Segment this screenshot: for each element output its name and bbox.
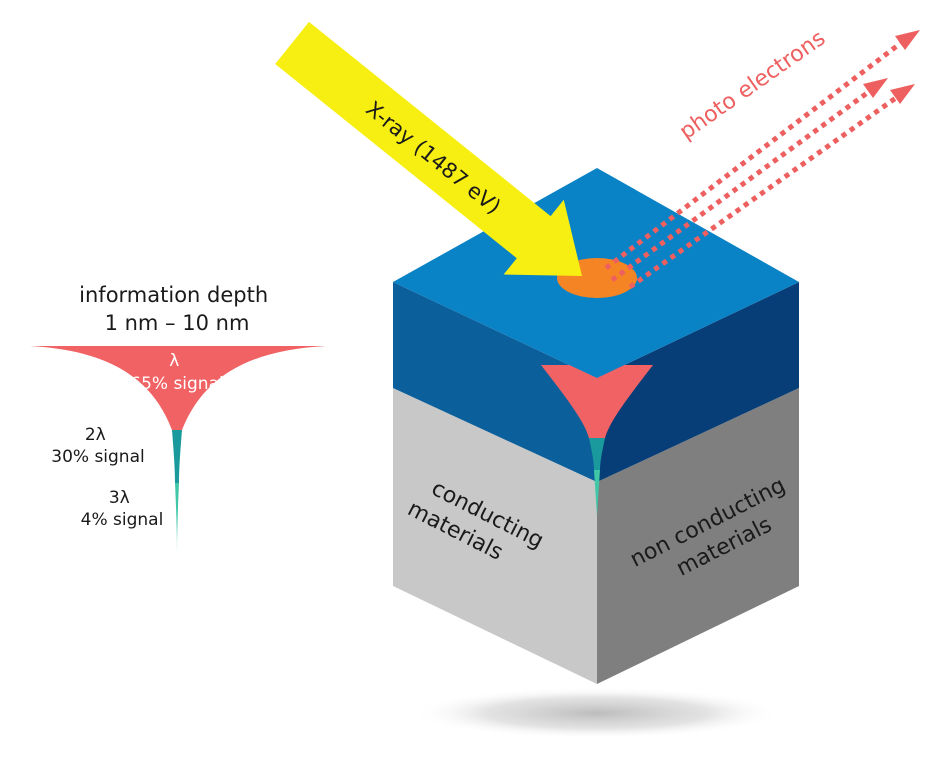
photoelectron-arrows xyxy=(604,34,912,290)
photoelectron-arrowhead-1 xyxy=(895,30,920,50)
cube-right-layer-face xyxy=(597,282,799,482)
photoelectron-arrowheads xyxy=(863,30,920,104)
funnel-layer-lambda xyxy=(30,346,326,430)
funnel-layer-2lambda xyxy=(172,430,182,483)
layer-2-signal: 30% signal xyxy=(51,447,144,467)
cube-shadow xyxy=(412,687,782,739)
layer-1-signal: 65% signal xyxy=(130,374,223,394)
cone-green-layer xyxy=(594,470,600,516)
photoelectrons-label: photo electrons xyxy=(675,26,830,145)
cone-teal-layer xyxy=(589,438,605,470)
cube-left-substrate-face xyxy=(393,388,597,684)
layer-3-label: 3λ 4% signal xyxy=(81,488,164,530)
layer-1-symbol: λ xyxy=(169,351,179,371)
cube-left-layer-face xyxy=(393,282,597,482)
xray-arrow-shape xyxy=(275,21,582,276)
layer-3-signal: 4% signal xyxy=(81,510,164,530)
xray-label: X-ray (1487 eV) xyxy=(361,97,505,219)
photoelectron-arrowhead-2 xyxy=(863,78,888,98)
photoelectron-arrow-2 xyxy=(610,82,880,283)
sample-cube xyxy=(393,168,799,684)
info-depth-title-line1: information depth xyxy=(79,283,268,307)
layer-1-label: λ 65% signal xyxy=(130,351,223,394)
cube-right-substrate-face xyxy=(597,388,799,684)
layer-2-label: 2λ 30% signal xyxy=(51,425,144,467)
layer-3-symbol: 3λ xyxy=(109,488,130,508)
photoelectron-arrow-1 xyxy=(604,34,912,270)
photoelectron-arrowhead-3 xyxy=(890,84,915,104)
layer-2-symbol: 2λ xyxy=(85,425,106,445)
info-depth-title: information depth 1 nm – 10 nm xyxy=(79,283,275,335)
cone-red-layer xyxy=(541,365,653,438)
information-depth-funnel xyxy=(30,346,326,553)
funnel-layer-3lambda xyxy=(175,483,179,553)
info-depth-title-line2: 1 nm – 10 nm xyxy=(105,311,250,335)
